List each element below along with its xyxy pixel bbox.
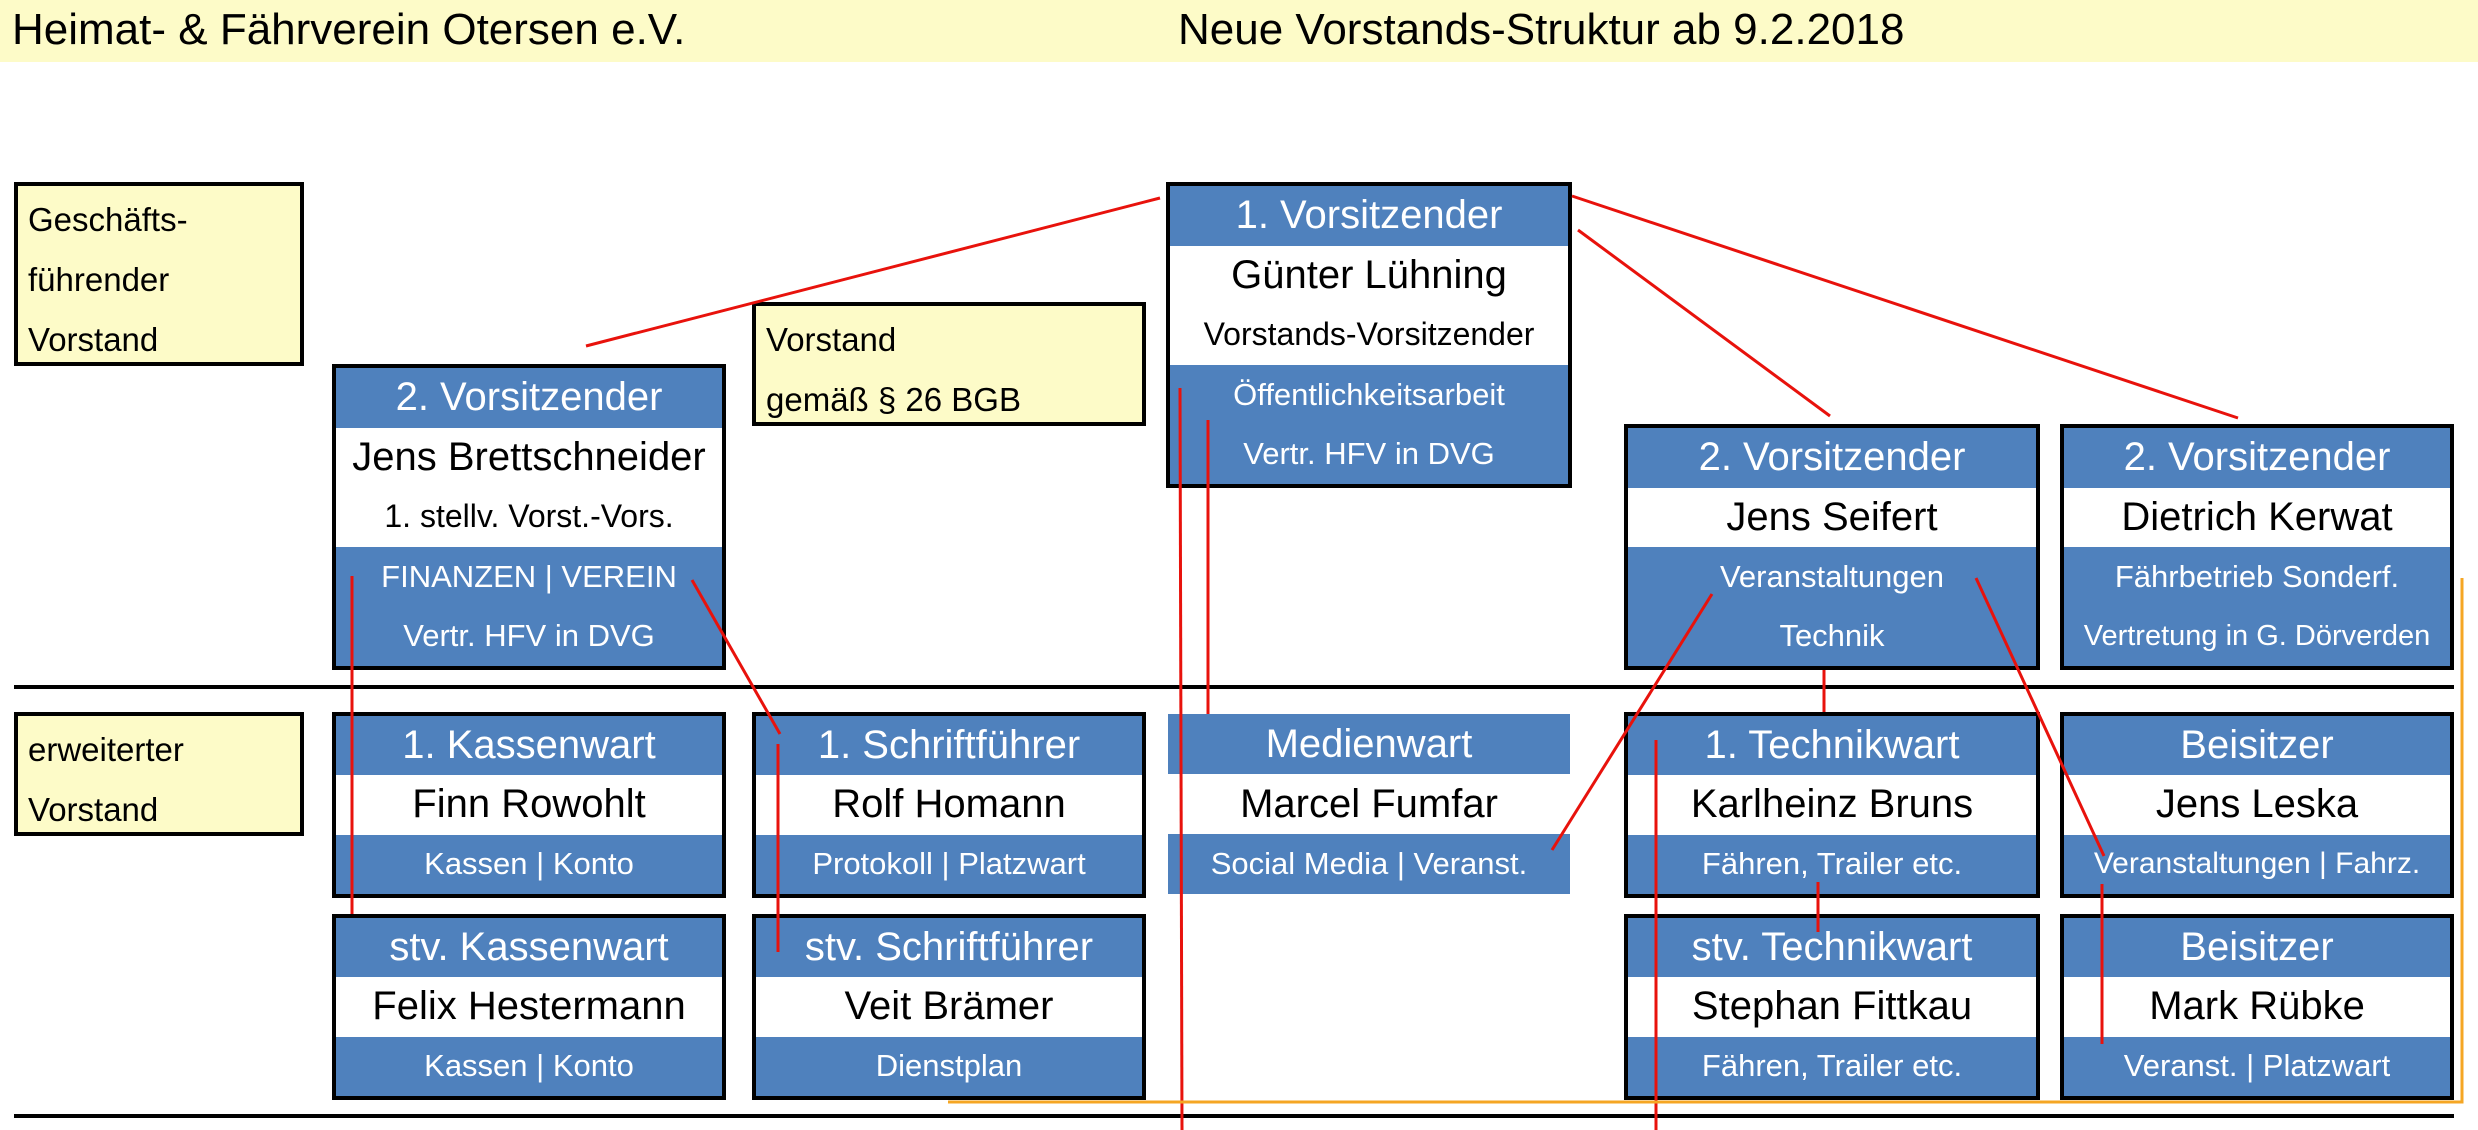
box-title: 1. Vorsitzender (1170, 186, 1568, 246)
header-bar: Heimat- & Fährverein Otersen e.V. Neue V… (0, 0, 2478, 62)
box-title: stv. Schriftführer (756, 918, 1142, 978)
box-title: Beisitzer (2064, 918, 2450, 978)
box-task: Vertr. HFV in DVG (1170, 424, 1568, 484)
box-task: Social Media | Veranst. (1168, 834, 1570, 894)
box-1-technikwart: 1. Technikwart Karlheinz Bruns Fähren, T… (1624, 712, 2040, 898)
box-title: 2. Vorsitzender (1628, 428, 2036, 488)
box-title: stv. Technikwart (1628, 918, 2036, 978)
box-subtitle: Vorstands-Vorsitzender (1170, 305, 1568, 365)
box-1-vorsitzender: 1. Vorsitzender Günter Lühning Vorstands… (1166, 182, 1572, 488)
box-medienwart: Medienwart Marcel Fumfar Social Media | … (1168, 714, 1570, 896)
box-task: Vertretung in G. Dörverden (2064, 606, 2450, 666)
note-line: Vorstand (28, 791, 159, 828)
box-beisitzer-ruebke: Beisitzer Mark Rübke Veranst. | Platzwar… (2060, 914, 2454, 1100)
box-stv-kassenwart: stv. Kassenwart Felix Hestermann Kassen … (332, 914, 726, 1100)
box-title: Beisitzer (2064, 716, 2450, 776)
box-task: Veranstaltungen | Fahrz. (2064, 834, 2450, 894)
note-erweiterter-vorstand: erweiterter Vorstand (14, 712, 304, 836)
box-task: Kassen | Konto (336, 1036, 722, 1096)
box-name: Günter Lühning (1170, 245, 1568, 306)
box-title: Medienwart (1168, 714, 1570, 774)
box-name: Mark Rübke (2064, 977, 2450, 1037)
box-stv-schriftfuehrer: stv. Schriftführer Veit Brämer Dienstpla… (752, 914, 1146, 1100)
note-line: Vorstand (28, 321, 159, 358)
box-name: Karlheinz Bruns (1628, 775, 2036, 835)
note-line: Vorstand (766, 321, 897, 358)
note-line: gemäß § 26 BGB (766, 381, 1021, 418)
box-task: Fähren, Trailer etc. (1628, 1036, 2036, 1096)
box-title: 2. Vorsitzender (2064, 428, 2450, 488)
diagram-title: Neue Vorstands-Struktur ab 9.2.2018 (1178, 5, 1905, 54)
box-task: Veranstaltungen (1628, 547, 2036, 607)
box-task: Vertr. HFV in DVG (336, 606, 722, 666)
box-name: Marcel Fumfar (1168, 774, 1570, 834)
note-line: führender (28, 261, 170, 298)
note-line: Geschäfts- (28, 201, 188, 238)
box-name: Jens Brettschneider (336, 427, 722, 488)
box-title: 2. Vorsitzender (336, 368, 722, 428)
box-name: Jens Seifert (1628, 487, 2036, 547)
box-task: Kassen | Konto (336, 834, 722, 894)
box-task: Öffentlichkeitsarbeit (1170, 364, 1568, 425)
box-task: Veranst. | Platzwart (2064, 1036, 2450, 1096)
box-name: Dietrich Kerwat (2064, 487, 2450, 547)
connector-line (1577, 228, 1831, 418)
box-1-schriftfuehrer: 1. Schriftführer Rolf Homann Protokoll |… (752, 712, 1146, 898)
note-bgb-vorstand: Vorstand gemäß § 26 BGB (752, 302, 1146, 426)
box-name: Veit Brämer (756, 977, 1142, 1037)
note-line: erweiterter (28, 731, 184, 768)
box-task: Technik (1628, 606, 2036, 666)
box-title: 1. Technikwart (1628, 716, 2036, 776)
separator-line (14, 1114, 2454, 1118)
box-name: Rolf Homann (756, 775, 1142, 835)
box-title: 1. Kassenwart (336, 716, 722, 776)
box-task: Fähren, Trailer etc. (1628, 834, 2036, 894)
box-2-vorsitzender-brettschneider: 2. Vorsitzender Jens Brettschneider 1. s… (332, 364, 726, 670)
box-name: Felix Hestermann (336, 977, 722, 1037)
box-2-vorsitzender-seifert: 2. Vorsitzender Jens Seifert Veranstaltu… (1624, 424, 2040, 670)
box-1-kassenwart: 1. Kassenwart Finn Rowohlt Kassen | Kont… (332, 712, 726, 898)
box-task: Fährbetrieb Sonderf. (2064, 547, 2450, 607)
box-beisitzer-leska: Beisitzer Jens Leska Veranstaltungen | F… (2060, 712, 2454, 898)
note-gf-vorstand: Geschäfts- führender Vorstand (14, 182, 304, 366)
box-task: FINANZEN | VEREIN (336, 546, 722, 607)
box-stv-technikwart: stv. Technikwart Stephan Fittkau Fähren,… (1624, 914, 2040, 1100)
box-title: stv. Kassenwart (336, 918, 722, 978)
box-title: 1. Schriftführer (756, 716, 1142, 776)
box-name: Stephan Fittkau (1628, 977, 2036, 1037)
box-subtitle: 1. stellv. Vorst.-Vors. (336, 487, 722, 547)
box-name: Jens Leska (2064, 775, 2450, 835)
club-name: Heimat- & Fährverein Otersen e.V. (12, 5, 686, 54)
connector-line (1571, 194, 2239, 420)
separator-line (14, 685, 2454, 689)
box-2-vorsitzender-kerwat: 2. Vorsitzender Dietrich Kerwat Fährbetr… (2060, 424, 2454, 670)
box-task: Protokoll | Platzwart (756, 834, 1142, 894)
box-name: Finn Rowohlt (336, 775, 722, 835)
box-task: Dienstplan (756, 1036, 1142, 1096)
